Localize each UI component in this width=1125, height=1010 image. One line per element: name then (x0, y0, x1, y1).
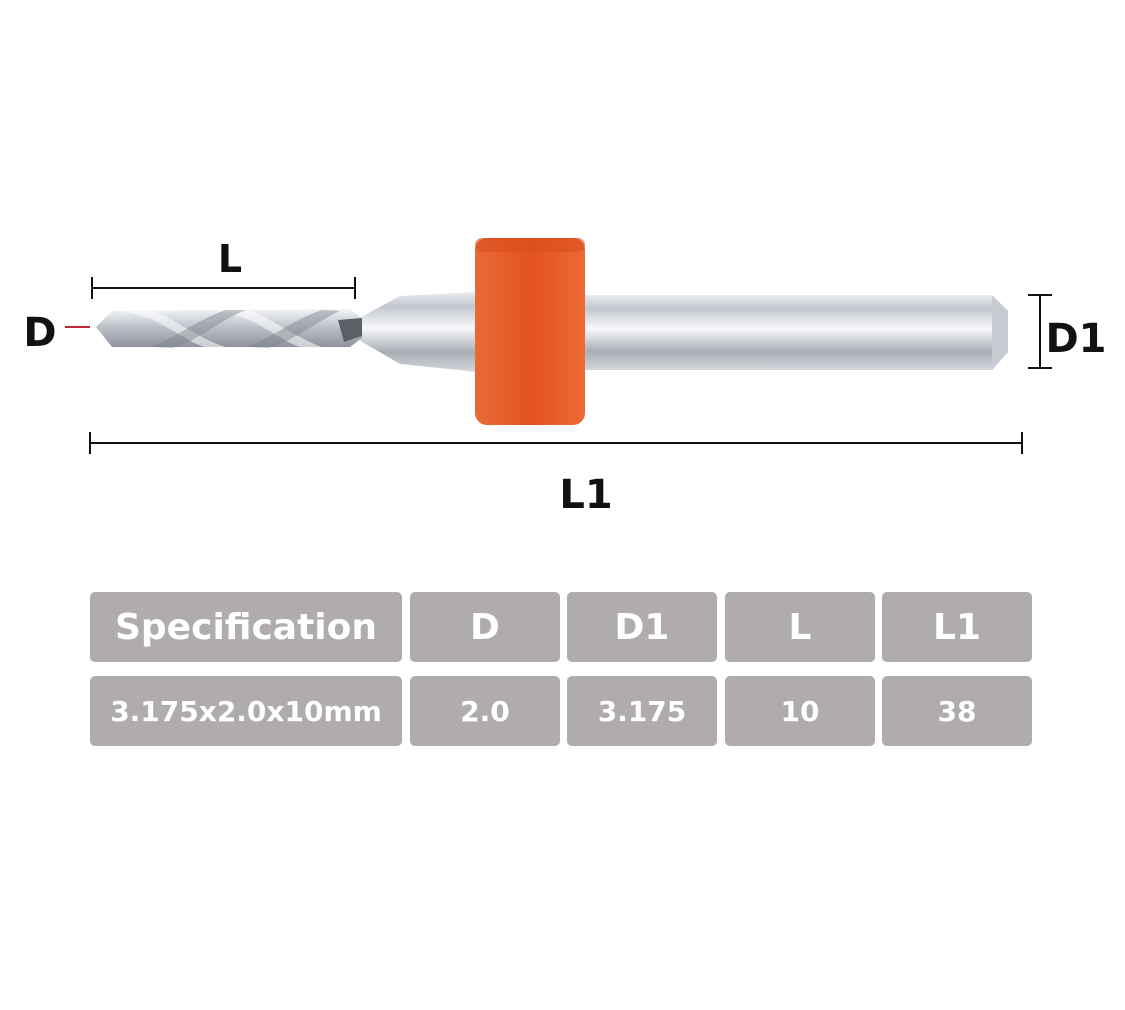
header-specification: Specification (90, 592, 402, 662)
cell-specification: 3.175x2.0x10mm (90, 676, 402, 746)
table-header-row: Specification D D1 L L1 (90, 592, 1033, 662)
header-d1: D1 (567, 592, 717, 662)
label-L1: L1 (559, 472, 612, 518)
specification-table: Specification D D1 L L1 3.175x2.0x10mm 2… (90, 592, 1033, 760)
header-l: L (725, 592, 875, 662)
label-D1: D1 (1045, 316, 1106, 362)
label-D: D (23, 310, 56, 356)
dimension-D: D (23, 310, 90, 356)
drill-bit-diagram: L D D1 L1 (23, 237, 1107, 518)
flute-section (96, 309, 362, 348)
header-d: D (410, 592, 560, 662)
cell-l1: 38 (882, 676, 1032, 746)
dimension-D1: D1 (1028, 294, 1107, 369)
orange-collar (475, 238, 585, 425)
dimension-L: L (91, 237, 356, 299)
shank (585, 295, 1008, 370)
table-row: 3.175x2.0x10mm 2.0 3.175 10 38 (90, 676, 1033, 746)
cell-d1: 3.175 (567, 676, 717, 746)
dimension-L1: L1 (89, 432, 1023, 518)
drill-neck (352, 292, 478, 372)
cell-d: 2.0 (410, 676, 560, 746)
cell-l: 10 (725, 676, 875, 746)
label-L: L (218, 237, 242, 281)
header-l1: L1 (882, 592, 1032, 662)
